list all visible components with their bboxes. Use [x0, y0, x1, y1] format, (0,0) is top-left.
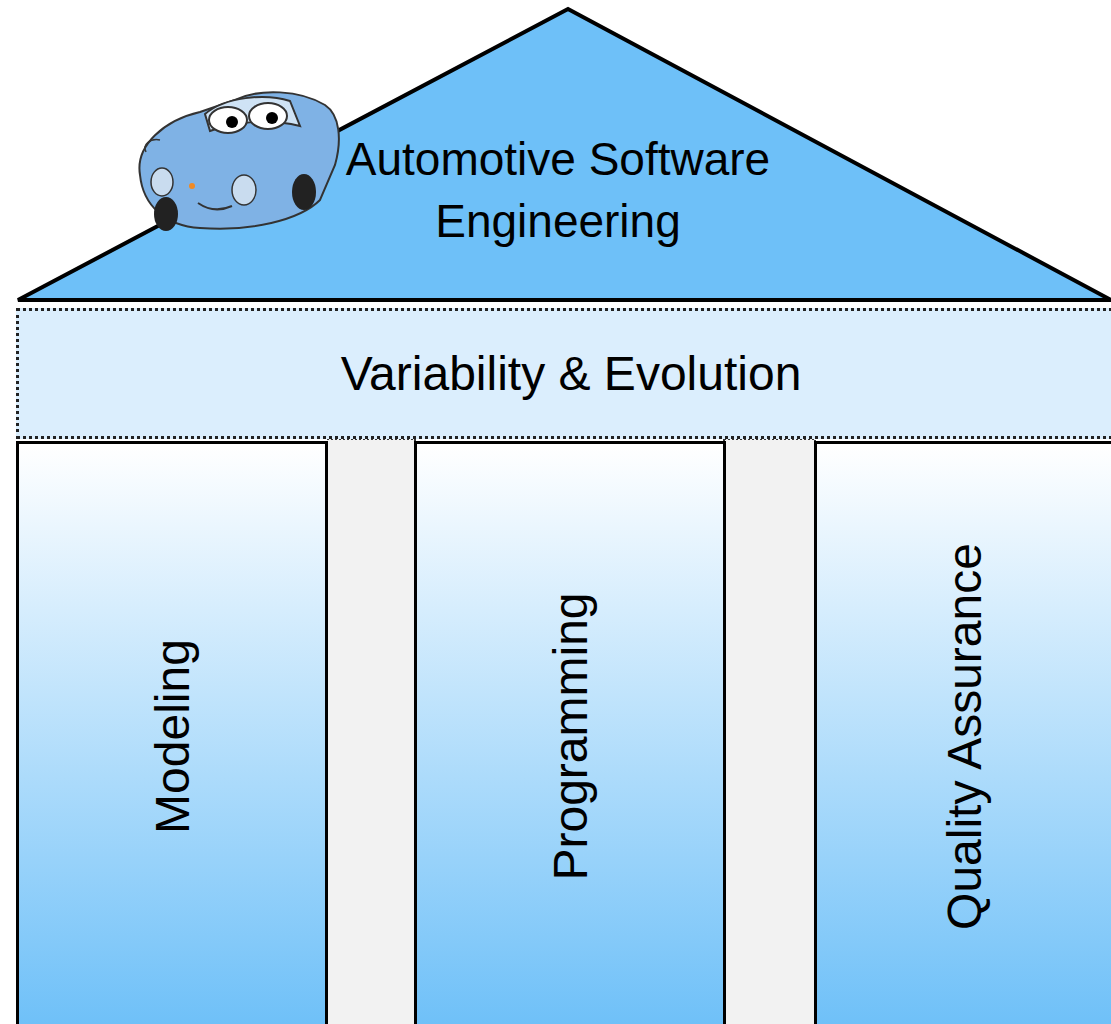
car-wheel [154, 197, 178, 231]
pillar-label: Programming [543, 592, 598, 880]
car-emblem [189, 183, 195, 189]
car-eye [249, 103, 287, 129]
band-box: Variability & Evolution [16, 308, 1111, 439]
pillar-label: Modeling [144, 639, 199, 834]
gap-panel [327, 439, 415, 1024]
car-mirror [145, 140, 160, 152]
car-wheel [292, 174, 316, 210]
pillar-box: Quality Assurance [814, 441, 1111, 1024]
car-headlight [232, 175, 256, 205]
roof-label: Automotive Software Engineering [278, 128, 838, 252]
car-eye [209, 107, 247, 133]
car-pupil [266, 112, 278, 124]
pillar-box: Programming [414, 441, 726, 1024]
pillar-label: Quality Assurance [937, 543, 992, 930]
car-pupil [226, 116, 238, 128]
band-label: Variability & Evolution [341, 346, 802, 401]
pillar-box: Modeling [16, 441, 328, 1024]
roof-shape [18, 9, 1111, 300]
gap-panel [724, 439, 815, 1024]
car-headlight [151, 168, 173, 196]
car-smile [198, 203, 232, 209]
